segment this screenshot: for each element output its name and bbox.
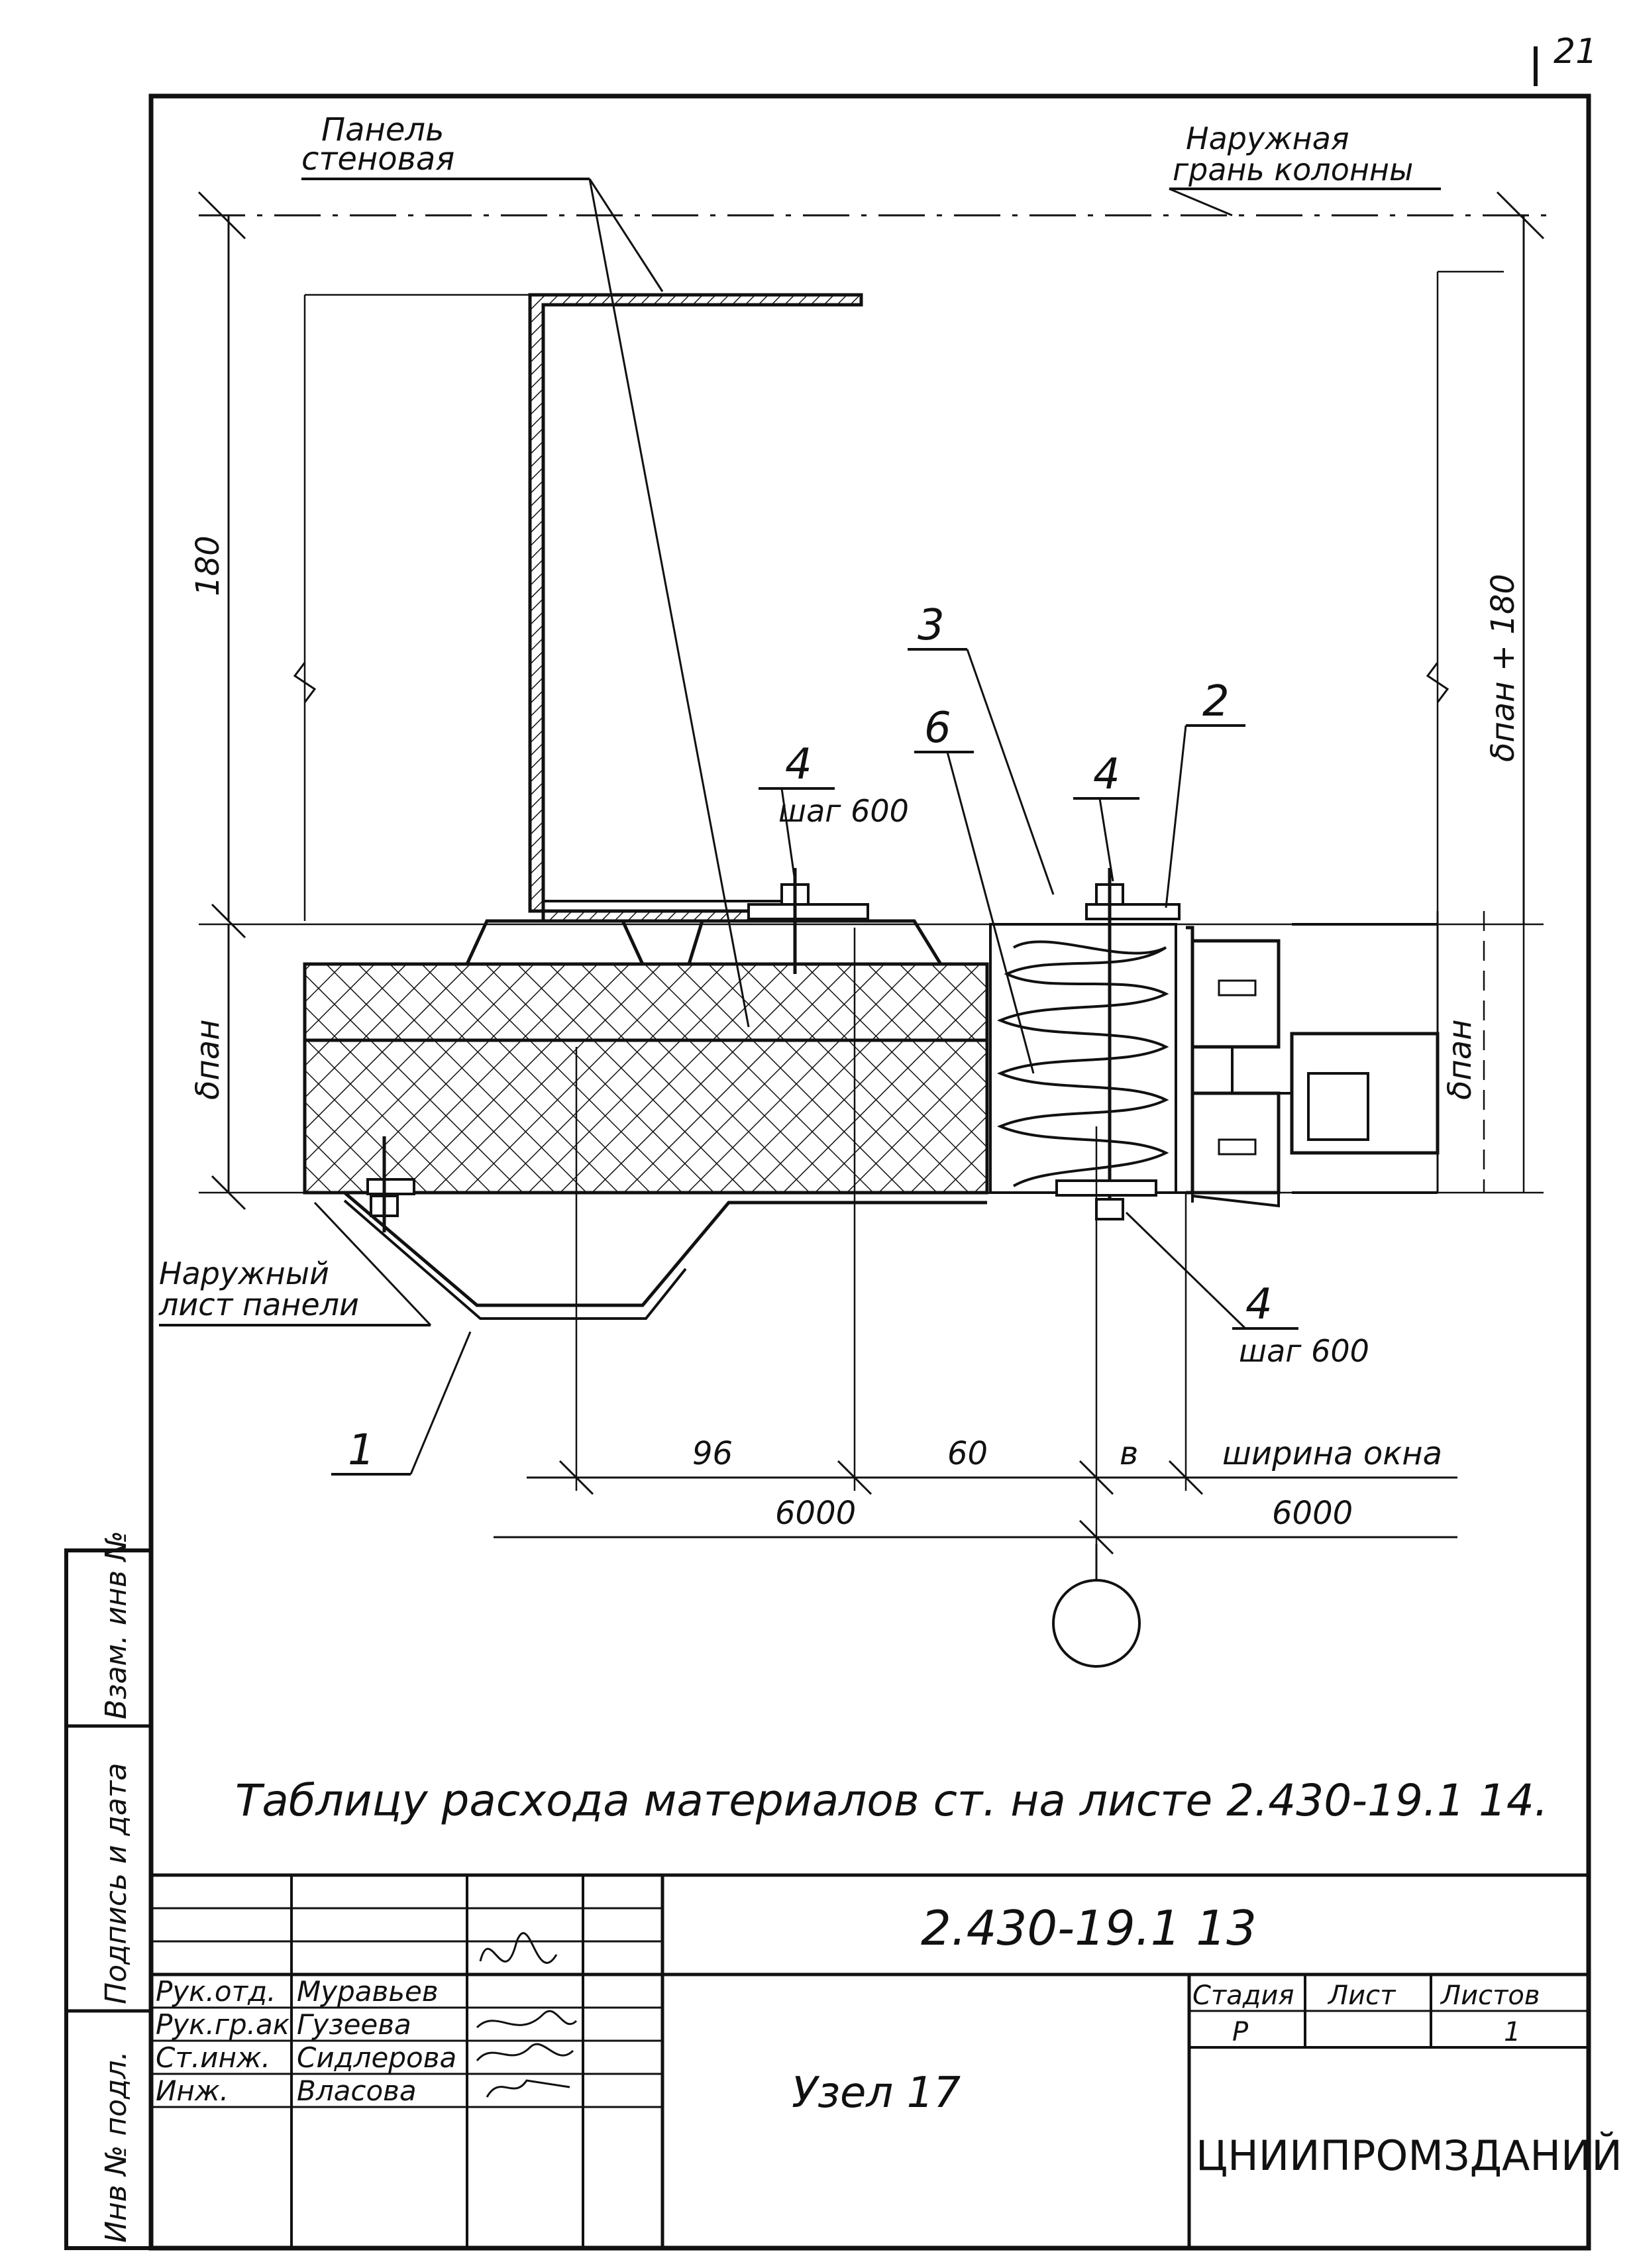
role-4: Инж. bbox=[156, 2075, 229, 2107]
svg-text:лист панели: лист панели bbox=[158, 1287, 359, 1323]
marker-1: 1 bbox=[331, 1331, 472, 1476]
doc-code: 2.430-19.1 13 bbox=[921, 1900, 1257, 1956]
side-label-signature: Подпись и дата bbox=[99, 1763, 133, 2004]
svg-text:4: 4 bbox=[1245, 1280, 1273, 1329]
svg-text:δпан: δпан bbox=[1442, 1019, 1479, 1100]
name-3: Сидлерова bbox=[297, 2041, 456, 2074]
svg-text:180: 180 bbox=[189, 535, 227, 596]
node-title: Узел 17 bbox=[792, 2069, 961, 2118]
svg-text:3: 3 bbox=[918, 601, 945, 650]
callout-column-face: Наружная грань колонны bbox=[1169, 121, 1441, 217]
sheet-header: Лист bbox=[1327, 1980, 1396, 2011]
svg-text:1: 1 bbox=[348, 1426, 375, 1475]
dimension-right-height: δпан + 180 bbox=[1426, 215, 1525, 924]
svg-text:60: 60 bbox=[947, 1435, 988, 1472]
svg-text:δпан + 180: δпан + 180 bbox=[1485, 574, 1522, 762]
sheets-value: 1 bbox=[1504, 2017, 1520, 2047]
svg-text:шаг 600: шаг 600 bbox=[1239, 1333, 1369, 1369]
dimension-6000: 6000 6000 bbox=[494, 1495, 1457, 1555]
callout-wall-panel: Панель стеновая bbox=[301, 111, 750, 1028]
dimension-chain: 96 60 в ширина окна bbox=[527, 1435, 1457, 1495]
signatures bbox=[476, 1932, 578, 2098]
marker-6: 6 bbox=[914, 704, 1035, 1074]
marker-4-left: 4 шаг 600 bbox=[759, 740, 909, 882]
side-label-vzam: Взам. инв № bbox=[99, 1531, 133, 1719]
name-2: Гузеева bbox=[297, 2008, 411, 2041]
bolt-top-right bbox=[1085, 868, 1181, 1219]
marker-3: 3 bbox=[908, 601, 1055, 895]
dimension-180: 180 bbox=[189, 215, 317, 939]
svg-text:Панель: Панель bbox=[321, 111, 444, 148]
svg-text:стеновая: стеновая bbox=[301, 140, 454, 178]
stage-value: Р bbox=[1232, 2017, 1249, 2047]
role-2: Рук.гр.ак bbox=[156, 2008, 290, 2041]
dimension-right-panel: δпан bbox=[1436, 911, 1479, 1193]
svg-text:Наружная: Наружная bbox=[1186, 121, 1349, 156]
title-block: 2.430-19.1 13 Узел 17 ЦНИИПРОМЗДАНИЙ Ста… bbox=[151, 1696, 1622, 2248]
bolt-bottom-left bbox=[366, 1136, 415, 1232]
svg-text:ширина окна: ширина окна bbox=[1222, 1435, 1442, 1472]
marker-4-bottom: 4 шаг 600 bbox=[1125, 1211, 1369, 1369]
materials-note: Таблицу расхода материалов ст. на листе … bbox=[235, 1775, 1548, 1826]
role-1: Рук.отд. bbox=[156, 1975, 276, 2008]
role-3: Ст.инж. bbox=[156, 2041, 270, 2074]
page-number: 21 bbox=[1554, 32, 1597, 72]
svg-text:6000: 6000 bbox=[1272, 1495, 1353, 1532]
mineral-wool-seal bbox=[989, 923, 1177, 1194]
window-frame bbox=[1060, 923, 1440, 1208]
sandwich-panel bbox=[303, 919, 989, 1320]
steel-channel bbox=[528, 293, 863, 923]
sheets-header: Листов bbox=[1440, 1980, 1540, 2011]
svg-text:шаг 600: шаг 600 bbox=[778, 793, 909, 829]
svg-text:Наружный: Наружный bbox=[159, 1256, 329, 1291]
svg-text:δпан: δпан bbox=[189, 1019, 227, 1100]
svg-text:в: в bbox=[1120, 1435, 1138, 1472]
svg-text:4: 4 bbox=[1093, 750, 1120, 799]
svg-text:6000: 6000 bbox=[775, 1495, 856, 1532]
axis-circle bbox=[1052, 1579, 1141, 1668]
name-4: Власова bbox=[297, 2075, 417, 2107]
organization: ЦНИИПРОМЗДАНИЙ bbox=[1196, 2132, 1622, 2180]
svg-text:грань колонны: грань колонны bbox=[1173, 152, 1413, 188]
marker-4-right: 4 bbox=[1073, 750, 1139, 882]
bolt-top-left bbox=[747, 868, 869, 974]
bolt-bottom-right bbox=[1055, 1179, 1157, 1220]
callout-outer-sheet: Наружный лист панели bbox=[158, 1201, 432, 1326]
side-label-inv: Инв № подл. bbox=[99, 2051, 133, 2243]
name-1: Муравьев bbox=[297, 1975, 439, 2008]
dimension-left-panel: δпан bbox=[189, 924, 246, 1211]
svg-text:6: 6 bbox=[924, 704, 951, 753]
stage-header: Стадия bbox=[1192, 1980, 1294, 2011]
svg-text:2: 2 bbox=[1202, 677, 1230, 726]
svg-text:4: 4 bbox=[785, 740, 812, 789]
sheet-frame bbox=[148, 93, 1591, 2251]
marker-2: 2 bbox=[1165, 677, 1245, 908]
svg-text:96: 96 bbox=[692, 1435, 733, 1472]
side-strip bbox=[64, 1548, 153, 2250]
